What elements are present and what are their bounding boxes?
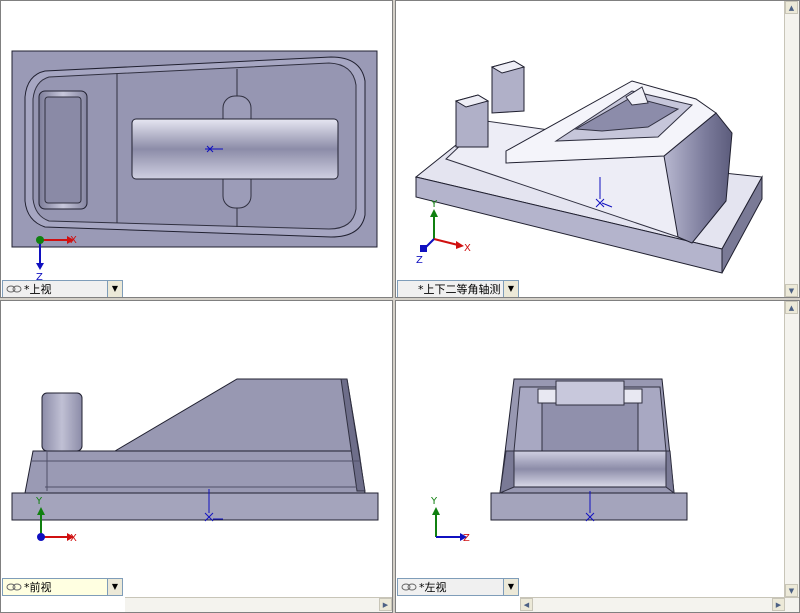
view-selector-label: *上下二等角轴测 xyxy=(418,283,501,296)
chevron-down-icon[interactable]: ▼ xyxy=(107,281,122,297)
origin-marker xyxy=(585,491,595,522)
svg-text:Z: Z xyxy=(463,533,470,544)
view-selector-left[interactable]: *左视 ▼ xyxy=(397,578,519,596)
origin-marker xyxy=(204,489,223,522)
chevron-down-icon[interactable]: ▼ xyxy=(503,281,518,297)
vertical-scrollbar[interactable]: ▲ ▼ xyxy=(784,301,799,597)
axis-triad: Y X Z xyxy=(416,199,471,266)
svg-text:X: X xyxy=(464,243,471,254)
scroll-right-button[interactable]: ▶ xyxy=(772,598,785,611)
view-selector-top[interactable]: *上视 ▼ xyxy=(2,280,123,297)
origin-marker xyxy=(205,145,223,153)
viewport-top[interactable]: X Z *上视 ▼ xyxy=(0,0,393,298)
link-chain-icon xyxy=(401,582,417,592)
svg-text:X: X xyxy=(70,533,77,544)
viewport-front[interactable]: Y X *前视 ▼ ▶ xyxy=(0,300,393,613)
view-selector-label: *左视 xyxy=(419,581,447,594)
svg-text:Y: Y xyxy=(430,496,438,507)
viewport-left[interactable]: Y Z *左视 ▼ ▲ ▼ ◀ ▶ xyxy=(395,300,800,613)
view-selector-front[interactable]: *前视 ▼ xyxy=(2,578,123,596)
view-selector-label: *上视 xyxy=(24,283,52,296)
link-chain-icon xyxy=(6,284,22,294)
viewport-iso[interactable]: Y X Z *上下二等角轴测 ▼ ▲ ▼ xyxy=(395,0,800,298)
front-view-model: Y X xyxy=(11,378,379,544)
vertical-scrollbar[interactable]: ▲ ▼ xyxy=(784,1,799,297)
link-chain-icon xyxy=(6,582,22,592)
chevron-down-icon[interactable]: ▼ xyxy=(503,579,518,595)
horizontal-scrollbar[interactable]: ▶ xyxy=(125,597,392,612)
svg-text:Y: Y xyxy=(430,199,438,210)
top-view-model: X Z xyxy=(11,50,378,281)
horizontal-scrollbar[interactable]: ◀ ▶ xyxy=(520,597,799,612)
svg-text:Y: Y xyxy=(35,496,43,507)
chevron-down-icon[interactable]: ▼ xyxy=(107,579,122,595)
scroll-down-button[interactable]: ▼ xyxy=(785,584,798,597)
scroll-down-button[interactable]: ▼ xyxy=(785,284,798,297)
origin-marker xyxy=(595,177,613,208)
view-selector-label: *前视 xyxy=(24,581,52,594)
scroll-up-button[interactable]: ▲ xyxy=(785,1,798,14)
axis-triad: X Z xyxy=(36,235,77,281)
iso-view-model: Y X Z xyxy=(414,60,763,274)
axis-triad: Y Z xyxy=(430,496,470,544)
scroll-left-button[interactable]: ◀ xyxy=(520,598,533,611)
scroll-right-button[interactable]: ▶ xyxy=(379,598,392,611)
left-view-model: Y Z xyxy=(430,378,688,544)
svg-text:Z: Z xyxy=(416,255,423,266)
scroll-up-button[interactable]: ▲ xyxy=(785,301,798,314)
svg-text:Z: Z xyxy=(36,272,43,281)
axis-triad: Y X xyxy=(35,496,77,544)
view-selector-iso[interactable]: *上下二等角轴测 ▼ xyxy=(397,280,519,297)
svg-text:X: X xyxy=(70,235,77,246)
